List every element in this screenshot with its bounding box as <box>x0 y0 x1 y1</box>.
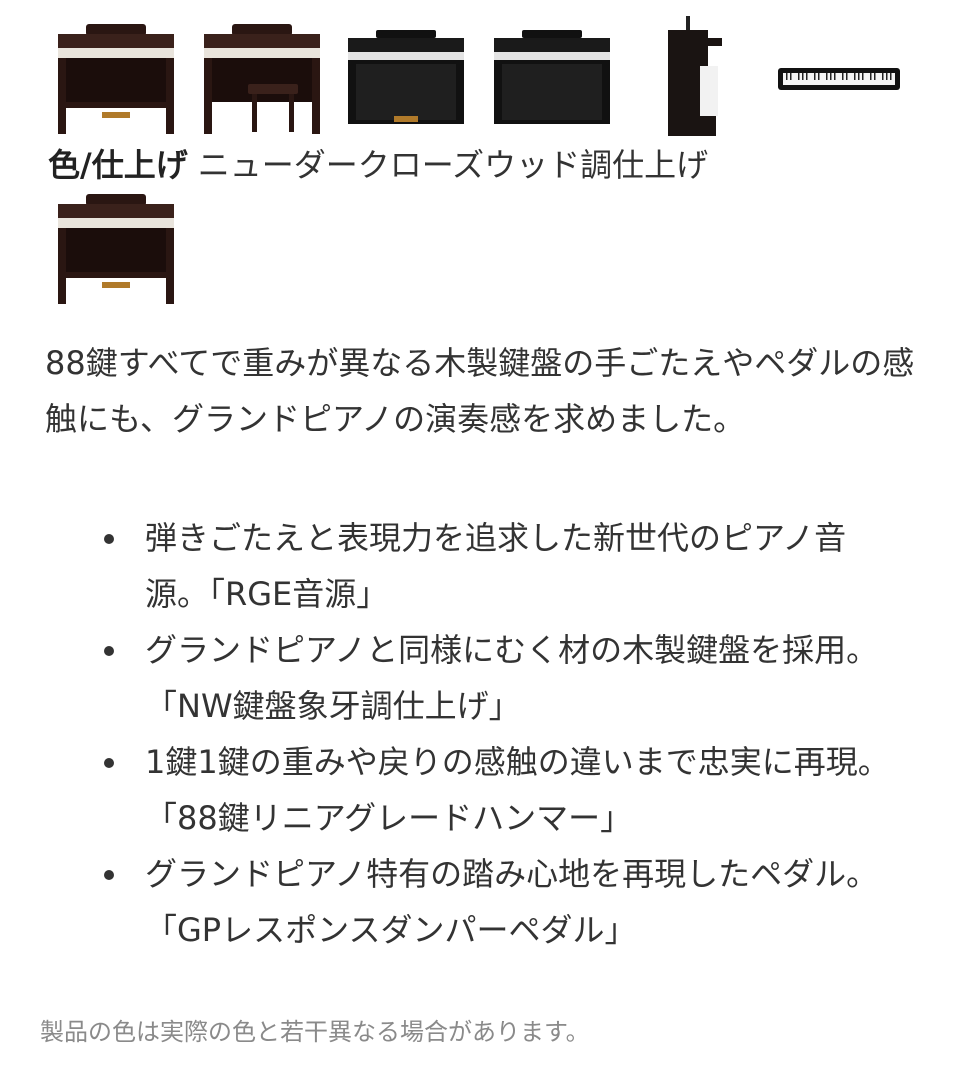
feature-list: 弾きごたえと表現力を追求した新世代のピアノ音源。「RGE音源」 グランドピアノと… <box>0 510 958 958</box>
bullet-icon <box>104 534 114 544</box>
color-disclaimer: 製品の色は実際の色と若干異なる場合があります。 <box>40 1018 590 1046</box>
feature-text: グランドピアノ特有の踏み心地を再現したペダル。「GPレスポンスダンパーペダル」 <box>145 855 879 949</box>
upright-rosewood-piano-bench-icon[interactable] <box>198 24 326 136</box>
upright-black-piano-icon[interactable] <box>344 30 468 130</box>
list-item: グランドピアノと同様にむく材の木製鍵盤を採用。「NW鍵盤象牙調仕上げ」 <box>0 622 905 734</box>
upright-black-piano-alt-icon[interactable] <box>490 30 614 130</box>
color-finish-row: 色/仕上げニューダークローズウッド調仕上げ <box>48 145 708 185</box>
upright-side-view-piano-icon[interactable] <box>664 16 728 140</box>
color-label: 色/仕上げ <box>48 146 188 184</box>
upright-rosewood-piano-icon[interactable] <box>52 24 180 136</box>
feature-text: 弾きごたえと表現力を追求した新世代のピアノ音源。「RGE音源」 <box>145 519 847 613</box>
list-item: 1鍵1鍵の重みや戻りの感触の違いまで忠実に再現。「88鍵リニアグレードハンマー」 <box>0 734 905 846</box>
color-value: ニューダークローズウッド調仕上げ <box>197 146 709 184</box>
list-item: 弾きごたえと表現力を追求した新世代のピアノ音源。「RGE音源」 <box>0 510 905 622</box>
product-description: 88鍵すべてで重みが異なる木製鍵盤の手ごたえやペダルの感触にも、グランドピアノの… <box>45 344 915 438</box>
bullet-icon <box>104 870 114 880</box>
feature-text: グランドピアノと同様にむく材の木製鍵盤を採用。「NW鍵盤象牙調仕上げ」 <box>145 631 879 725</box>
upright-rosewood-piano-icon <box>58 194 174 304</box>
feature-text: 1鍵1鍵の重みや戻りの感触の違いまで忠実に再現。「88鍵リニアグレードハンマー」 <box>145 743 890 837</box>
list-item: グランドピアノ特有の踏み心地を再現したペダル。「GPレスポンスダンパーペダル」 <box>0 846 905 958</box>
variant-thumbnails <box>52 14 912 142</box>
selected-variant-image[interactable] <box>52 194 180 306</box>
slim-keyboard-piano-icon[interactable] <box>778 68 900 90</box>
bullet-icon <box>104 646 114 656</box>
bullet-icon <box>104 758 114 768</box>
